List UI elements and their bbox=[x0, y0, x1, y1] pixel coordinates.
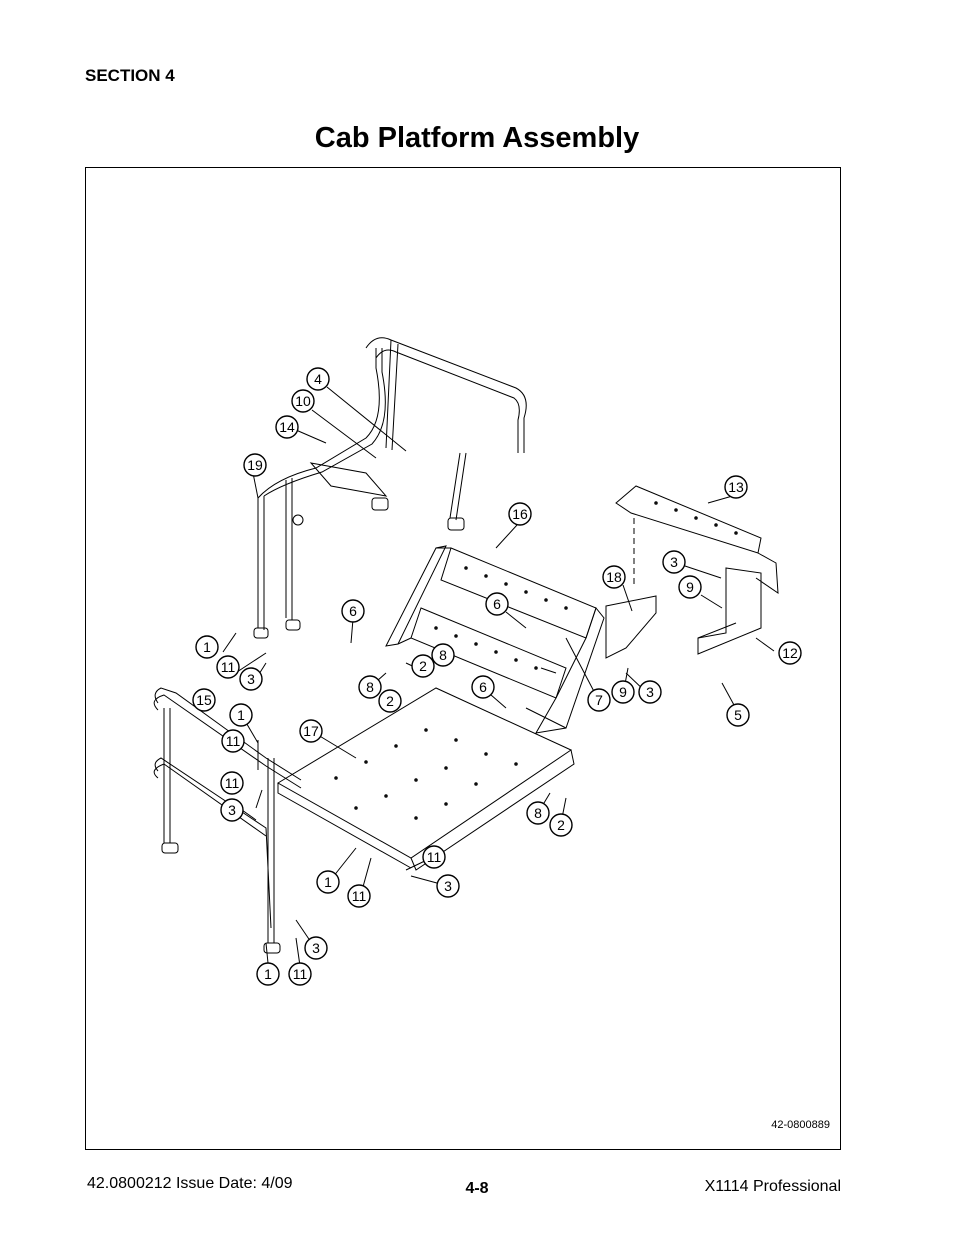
floor-plate bbox=[277, 687, 575, 871]
svg-text:2: 2 bbox=[386, 693, 394, 709]
callout-2-b: 2 bbox=[378, 689, 402, 713]
callout-8-c: 8 bbox=[526, 801, 550, 825]
callout-2-c: 2 bbox=[549, 813, 573, 837]
svg-text:8: 8 bbox=[366, 679, 374, 695]
svg-text:13: 13 bbox=[728, 479, 744, 495]
callout-1-upper: 1 bbox=[195, 635, 219, 659]
callout-3-floor: 3 bbox=[436, 874, 460, 898]
callout-19: 19 bbox=[243, 453, 267, 477]
svg-text:6: 6 bbox=[493, 596, 501, 612]
callout-1-rail: 1 bbox=[229, 703, 253, 727]
callout-1-bottom: 1 bbox=[256, 962, 280, 986]
svg-text:19: 19 bbox=[247, 457, 263, 473]
svg-text:4: 4 bbox=[314, 371, 322, 387]
svg-text:6: 6 bbox=[479, 679, 487, 695]
callout-13: 13 bbox=[724, 475, 748, 499]
callout-11-bottom: 11 bbox=[288, 962, 312, 986]
callout-6-left: 6 bbox=[341, 599, 365, 623]
svg-text:5: 5 bbox=[734, 707, 742, 723]
exploded-view-drawing: 4 10 14 19 16 13 3 9 18 6 6 8 2 8 2 6 7 … bbox=[153, 337, 802, 986]
callout-10: 10 bbox=[291, 389, 315, 413]
svg-text:3: 3 bbox=[670, 554, 678, 570]
svg-text:8: 8 bbox=[534, 805, 542, 821]
callout-18: 18 bbox=[602, 565, 626, 589]
callout-8-a: 8 bbox=[431, 643, 455, 667]
svg-text:17: 17 bbox=[303, 723, 319, 739]
callout-8-b: 8 bbox=[358, 675, 382, 699]
svg-text:2: 2 bbox=[419, 658, 427, 674]
svg-text:11: 11 bbox=[293, 966, 308, 982]
svg-text:11: 11 bbox=[225, 775, 240, 791]
drawing-number: 42-0800889 bbox=[771, 1119, 830, 1131]
callout-11-mid: 11 bbox=[220, 771, 244, 795]
callout-3-mid: 3 bbox=[220, 798, 244, 822]
svg-text:11: 11 bbox=[226, 733, 241, 749]
svg-text:6: 6 bbox=[349, 603, 357, 619]
svg-text:3: 3 bbox=[312, 940, 320, 956]
upper-handrail bbox=[253, 337, 527, 639]
callout-3-bottom: 3 bbox=[304, 936, 328, 960]
svg-text:16: 16 bbox=[512, 506, 528, 522]
callout-11-upper: 11 bbox=[216, 655, 240, 679]
svg-text:3: 3 bbox=[646, 684, 654, 700]
callout-list: 4 10 14 19 16 13 3 9 18 6 6 8 2 8 2 6 7 … bbox=[192, 367, 802, 986]
svg-text:11: 11 bbox=[427, 849, 442, 865]
footer-page-number: 4-8 bbox=[465, 1180, 489, 1197]
svg-text:1: 1 bbox=[237, 707, 245, 723]
callout-9-top: 9 bbox=[678, 575, 702, 599]
svg-text:1: 1 bbox=[203, 639, 211, 655]
svg-text:3: 3 bbox=[247, 671, 255, 687]
page-title: Cab Platform Assembly bbox=[314, 122, 640, 154]
svg-text:18: 18 bbox=[606, 569, 622, 585]
section-label: SECTION 4 bbox=[85, 66, 175, 85]
callout-12: 12 bbox=[778, 641, 802, 665]
lower-handrail bbox=[153, 687, 302, 954]
svg-text:3: 3 bbox=[228, 802, 236, 818]
svg-text:2: 2 bbox=[557, 817, 565, 833]
callout-11-floor-b: 11 bbox=[347, 884, 371, 908]
callout-3-bracket: 3 bbox=[638, 680, 662, 704]
callout-16: 16 bbox=[508, 502, 532, 526]
stair-assembly bbox=[385, 545, 605, 734]
callout-6-stair: 6 bbox=[485, 592, 509, 616]
callout-3-upper: 3 bbox=[239, 667, 263, 691]
callout-2-a: 2 bbox=[411, 654, 435, 678]
upper-step-bracket bbox=[605, 485, 779, 659]
svg-text:1: 1 bbox=[264, 966, 272, 982]
footer-doc-number: 42.0800212 Issue Date: 4/09 bbox=[87, 1175, 293, 1192]
callout-11-floor: 11 bbox=[422, 845, 446, 869]
svg-text:15: 15 bbox=[196, 692, 212, 708]
svg-text:11: 11 bbox=[352, 888, 367, 904]
svg-text:9: 9 bbox=[619, 684, 627, 700]
svg-text:11: 11 bbox=[221, 659, 236, 675]
svg-text:9: 9 bbox=[686, 579, 694, 595]
svg-text:7: 7 bbox=[595, 692, 603, 708]
svg-text:14: 14 bbox=[279, 419, 295, 435]
callout-7: 7 bbox=[587, 688, 611, 712]
svg-text:10: 10 bbox=[295, 393, 311, 409]
callout-9-bracket: 9 bbox=[611, 680, 635, 704]
callout-11-rail: 11 bbox=[221, 729, 245, 753]
svg-text:8: 8 bbox=[439, 647, 447, 663]
figure-frame: 4 10 14 19 16 13 3 9 18 6 6 8 2 8 2 6 7 … bbox=[85, 167, 841, 1150]
leader-lines bbox=[222, 386, 775, 974]
svg-text:3: 3 bbox=[444, 878, 452, 894]
callout-17: 17 bbox=[299, 719, 323, 743]
svg-text:1: 1 bbox=[324, 874, 332, 890]
callout-3-top: 3 bbox=[662, 550, 686, 574]
footer-product: X1114 Professional bbox=[704, 1178, 841, 1195]
callout-5: 5 bbox=[726, 703, 750, 727]
callout-6-floor: 6 bbox=[471, 675, 495, 699]
callout-14: 14 bbox=[275, 415, 299, 439]
callout-15: 15 bbox=[192, 688, 216, 712]
svg-text:12: 12 bbox=[782, 645, 798, 661]
callout-4: 4 bbox=[306, 367, 330, 391]
callout-1-floor: 1 bbox=[316, 870, 340, 894]
